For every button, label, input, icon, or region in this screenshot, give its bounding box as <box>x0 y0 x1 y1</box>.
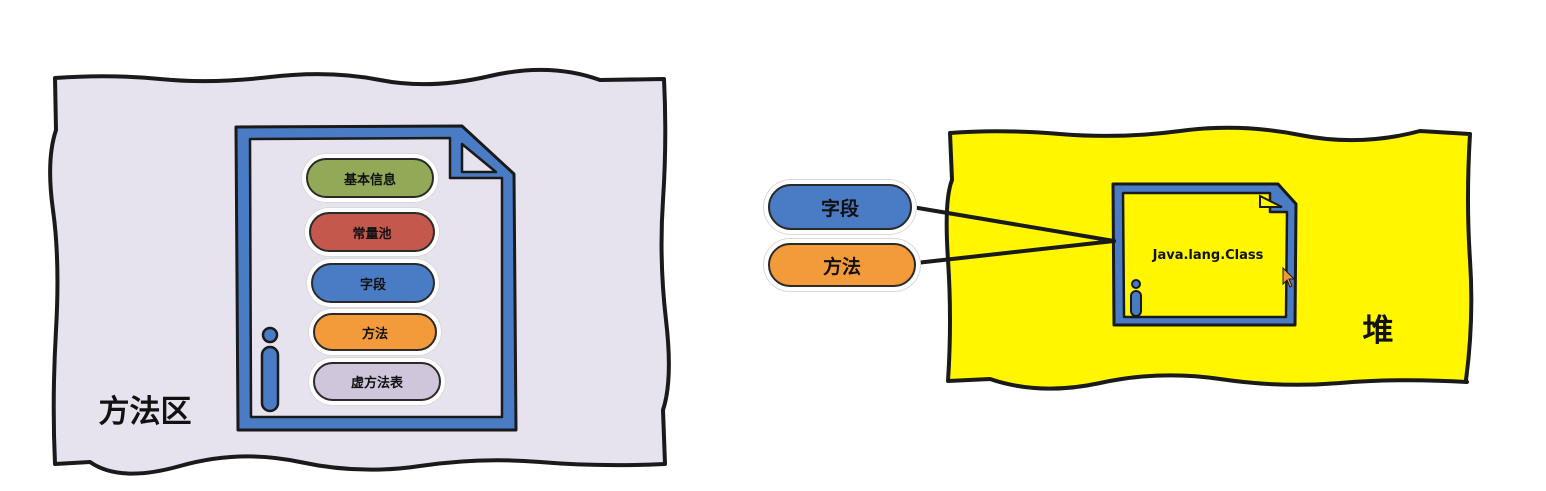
method-pill: 方法 <box>768 243 916 287</box>
class-object-page <box>1121 191 1289 319</box>
field-connector-line <box>910 205 1116 243</box>
class-object-corner-fold <box>1259 194 1283 208</box>
method-area-title: 方法区 <box>98 393 192 430</box>
class-file-corner-fold <box>460 142 498 174</box>
virtual-method-table-item: 虚方法表 <box>313 362 441 401</box>
fields-item: 字段 <box>311 263 435 303</box>
info-icon-small <box>1130 279 1142 317</box>
methods-item: 方法 <box>313 313 437 351</box>
heap-title: 堆 <box>1362 312 1394 349</box>
field-pill: 字段 <box>768 184 912 230</box>
info-icon <box>260 326 280 413</box>
class-object-label: Java.lang.Class <box>1152 247 1264 263</box>
cursor-icon <box>1282 266 1296 288</box>
basic-info-item: 基本信息 <box>306 158 434 198</box>
method-connector-line <box>914 239 1116 265</box>
constant-pool-item: 常量池 <box>309 212 435 252</box>
